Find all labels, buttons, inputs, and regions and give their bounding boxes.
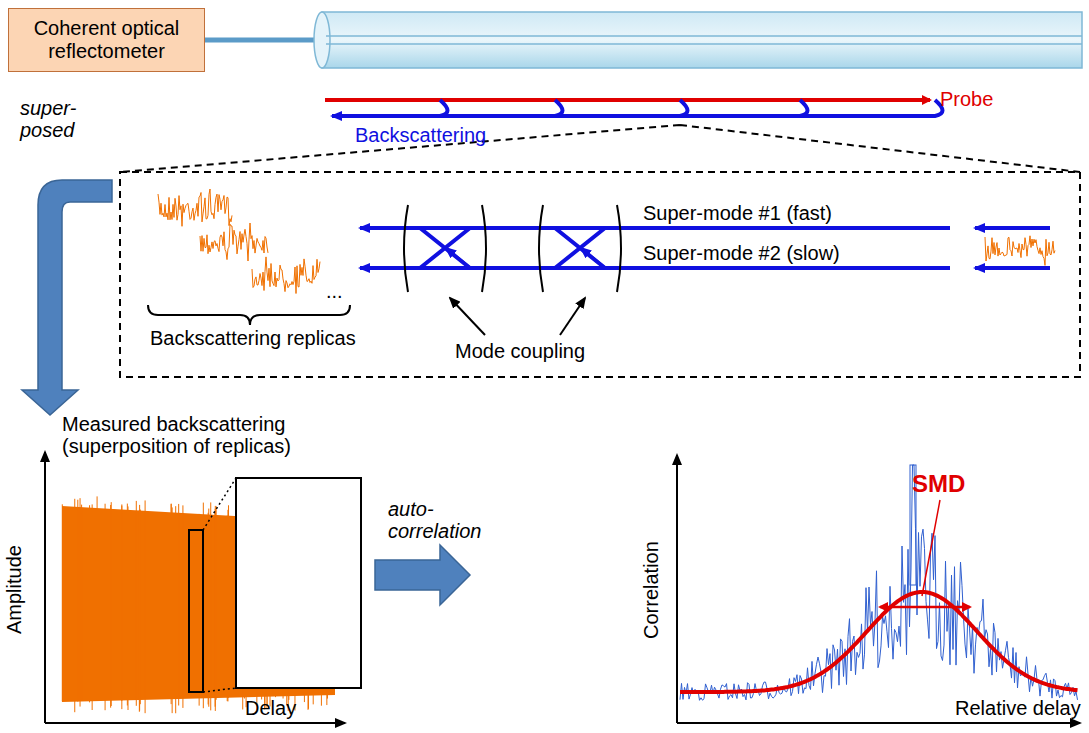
noise-spike: [128, 506, 129, 710]
noise-spike: [105, 504, 106, 710]
noise-spike: [228, 505, 229, 697]
signal-label: Backscattering: [355, 124, 486, 146]
axis-label: Correlation: [640, 541, 662, 639]
noise-trace: [985, 236, 1055, 266]
noise-spike: [74, 499, 75, 712]
signal-label: Probe: [940, 88, 993, 110]
noise-spike: [139, 505, 140, 711]
noise-spike: [199, 514, 200, 706]
axis-label: Delay: [245, 697, 296, 719]
noise-spike: [208, 509, 209, 707]
noise-spike: [111, 502, 112, 706]
plot-title: Measured backscattering (superposition o…: [62, 413, 392, 457]
step-label: auto- correlation: [388, 498, 478, 542]
group-label: Backscattering replicas: [150, 327, 356, 349]
noise-spike: [92, 504, 93, 710]
noise-trace: [158, 189, 232, 226]
callout-label: Mode coupling: [455, 340, 585, 362]
axis-label: Amplitude: [3, 546, 25, 635]
noise-trace: [200, 223, 268, 261]
noise-spike: [216, 506, 217, 699]
noise-spike: [208, 513, 209, 705]
axis-label: Relative delay: [955, 697, 1081, 719]
noise-spike: [81, 505, 82, 701]
mode-label: Super-mode #1 (fast): [640, 202, 835, 224]
noise-spike: [97, 496, 98, 699]
noise-spike: [62, 504, 63, 701]
noise-spike: [121, 504, 122, 709]
instrument-box: Coherent optical reflectometer: [8, 8, 205, 72]
noise-spike: [210, 502, 211, 710]
noise-spike: [182, 505, 183, 708]
noise-spike: [227, 516, 228, 702]
ellipsis: ...: [326, 280, 343, 302]
noise-spike: [77, 500, 78, 702]
noise-spike: [172, 507, 173, 713]
mode-label: Super-mode #2 (slow): [640, 242, 843, 264]
noise-spike: [215, 506, 216, 711]
noise-spike: [171, 504, 172, 704]
noise-spike: [145, 500, 146, 713]
measure-label: SMD: [912, 471, 965, 497]
box-label: Coherent optical reflectometer: [9, 17, 204, 63]
noise-trace: [252, 257, 320, 294]
noise-spike: [175, 506, 176, 713]
step-label: super- posed: [20, 97, 72, 141]
noise-spike: [178, 504, 179, 706]
correlation-trace: [680, 465, 1078, 700]
noise-spike: [80, 498, 81, 706]
noise-spike: [136, 501, 137, 706]
noise-spike: [89, 505, 90, 702]
